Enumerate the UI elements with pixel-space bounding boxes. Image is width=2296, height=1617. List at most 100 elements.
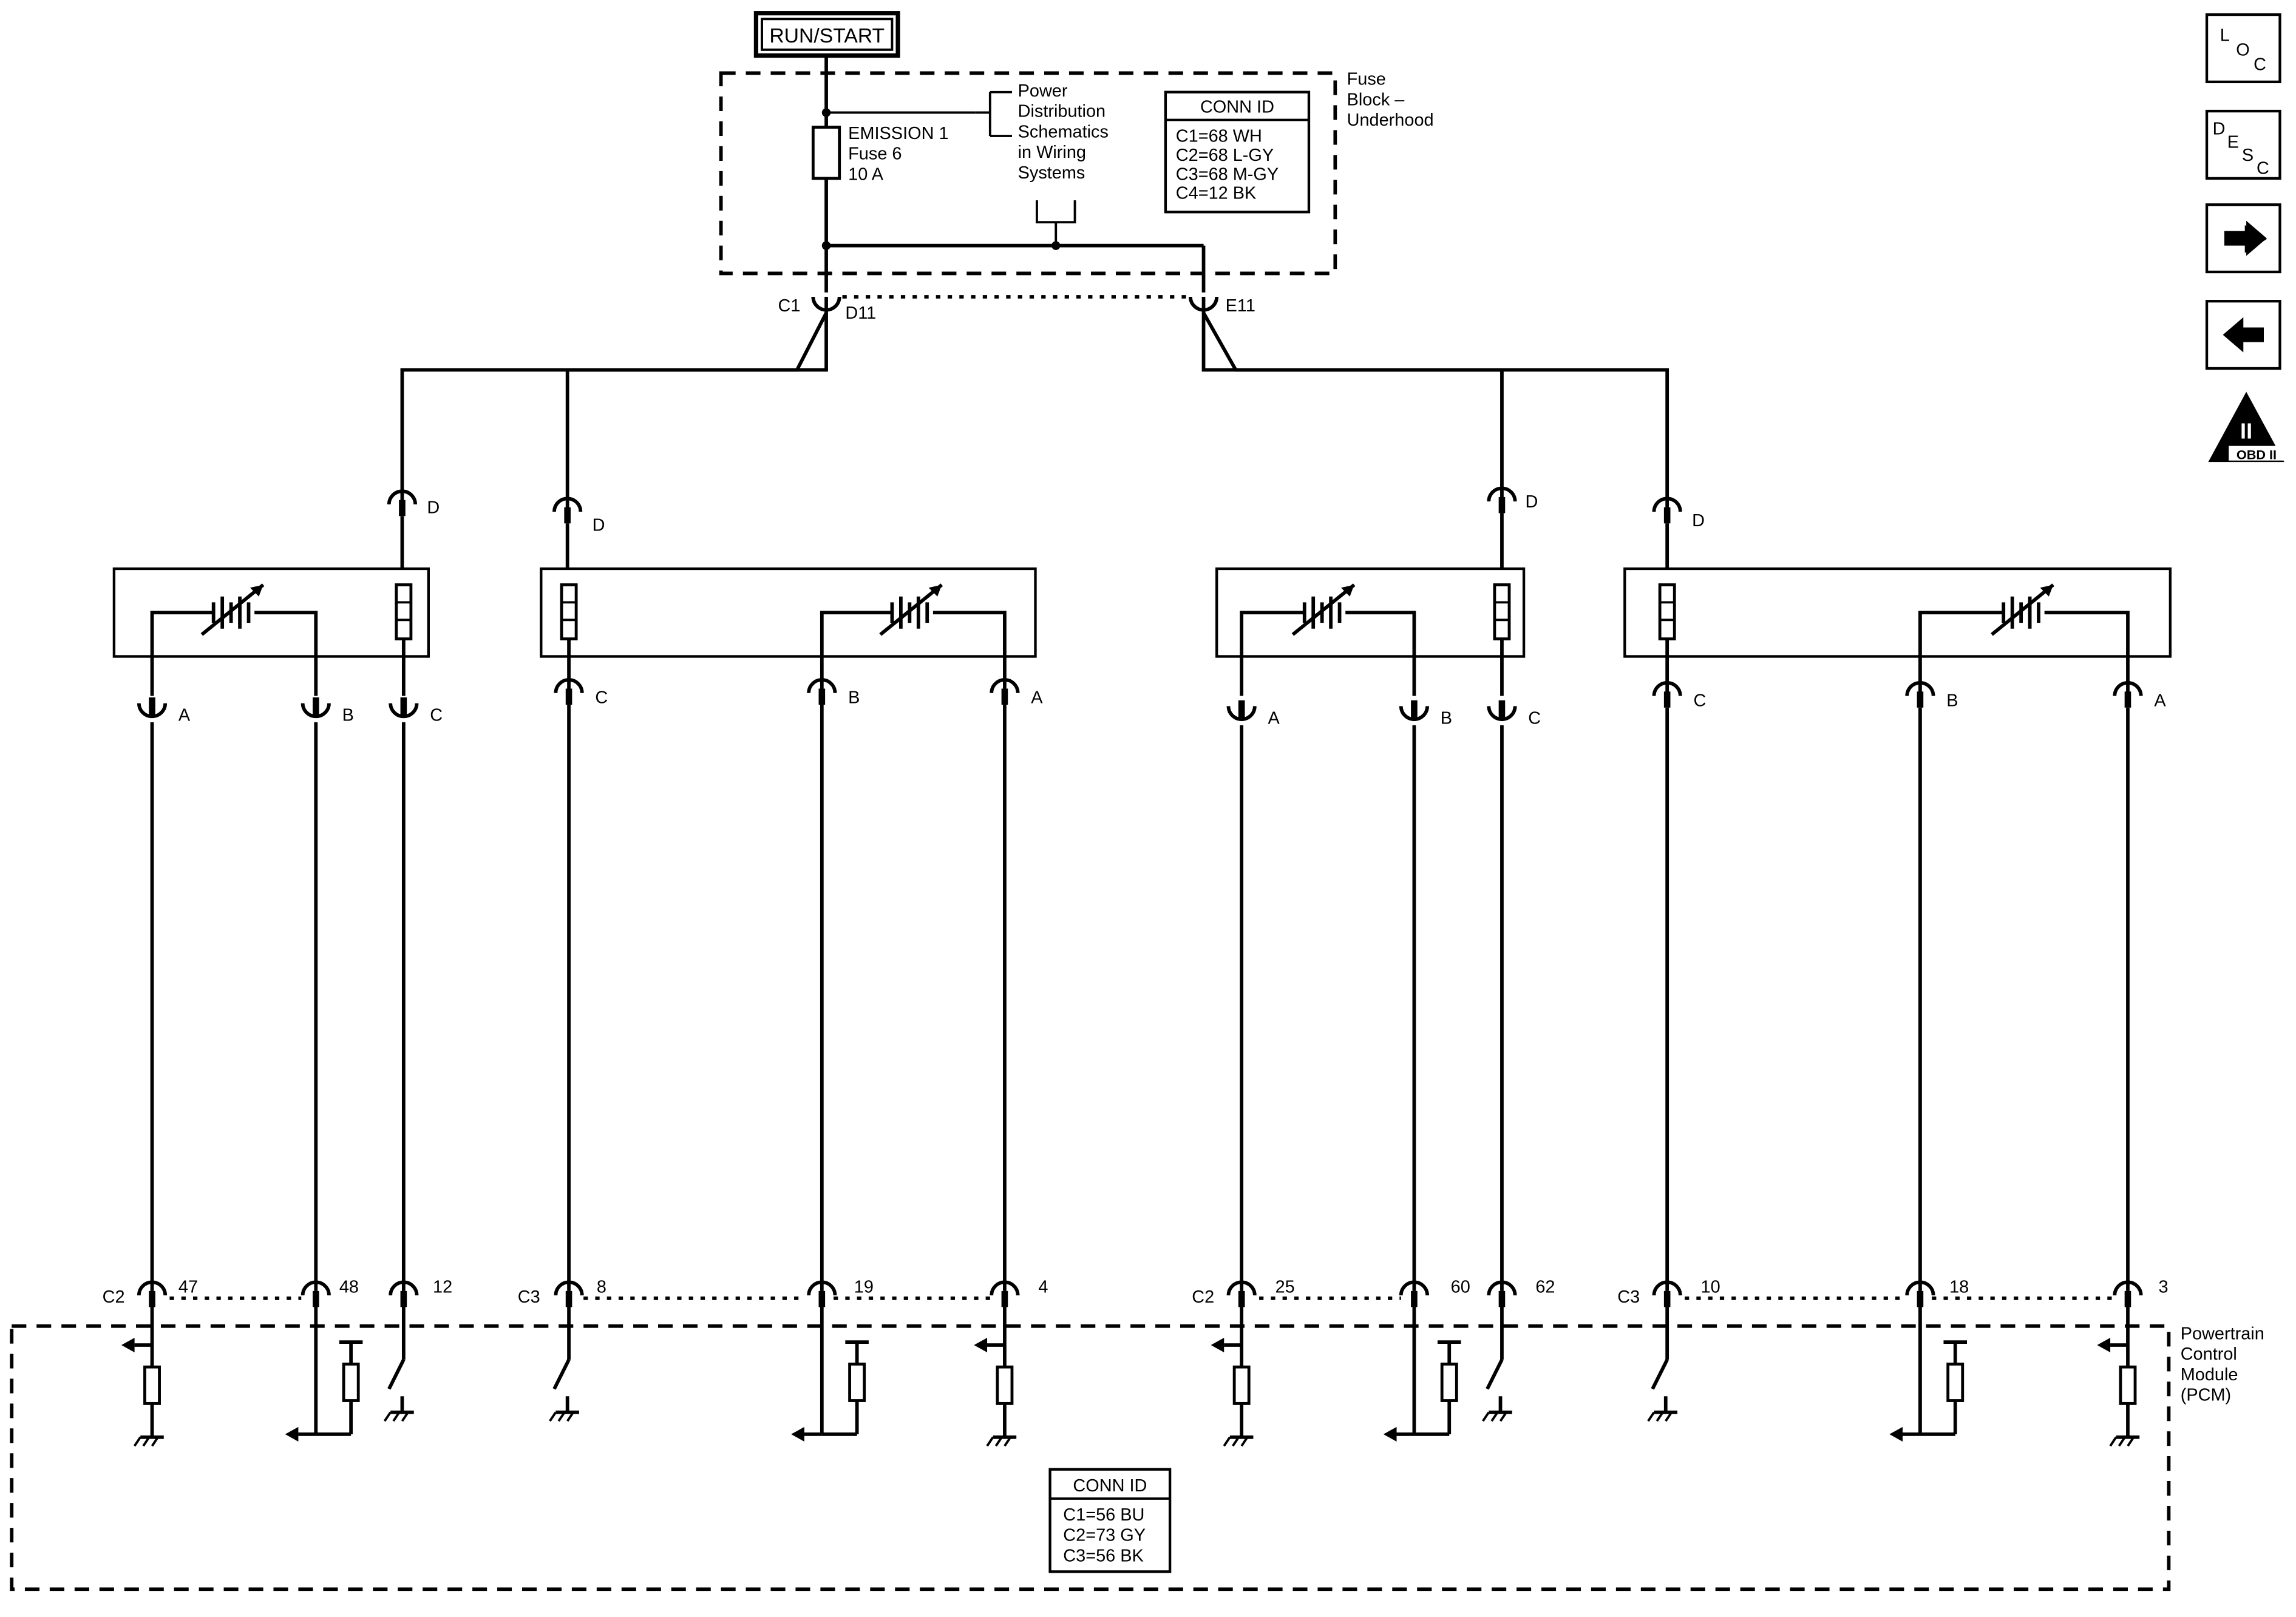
pcm-pin-label: 60 [1451,1277,1470,1297]
pcm-circuit-8 [1383,1305,1461,1442]
sensor-pin-connector [807,678,837,705]
sensor-3-pin-d-connector [1487,486,1517,514]
pcm-circuit-2 [285,1305,363,1442]
pcm-pin-label: 47 [178,1277,198,1297]
pcm-pin-connector [1905,1280,1935,1307]
pcm-pin-connector [1652,1280,1682,1307]
pcm-connector-c2-left: C2 [103,1287,125,1307]
sensor-4-pin-d-connector [1652,497,1682,524]
sensor-pin-label: B [342,705,354,725]
power-dist-line-2: Distribution [1018,102,1106,121]
pcm-circuit-3 [383,1305,414,1422]
sensor-pin-label: A [178,705,191,725]
sensor-pin-label: B [1441,708,1452,728]
pcm-conn-c1: C1=56 BU [1063,1505,1144,1525]
sensor-pin-connector [554,678,584,705]
pcm-conn-c3: C3=56 BK [1063,1546,1144,1565]
power-dist-line-3: Schematics [1018,122,1109,141]
sensor-pin-label: A [2154,691,2166,710]
pcm-circuit-10 [1647,1305,1678,1422]
oxygen-sensor-4 [1623,567,2172,696]
desc-letter-c: C [2257,159,2269,178]
pcm-pin-connector [554,1280,584,1307]
pcm-circuit-1 [121,1305,164,1447]
pcm-pin-connector [1487,1280,1517,1307]
pcm-pin-connector [389,1280,419,1307]
pcm-pin-label: 4 [1038,1277,1048,1297]
fuse-block-title-2: Block – [1347,90,1405,109]
pcm-pin-label: 12 [433,1277,452,1297]
pcm-pin-connector [1399,1280,1429,1307]
pcm-title-3: Module [2181,1365,2238,1385]
pcm-pin-label: 10 [1701,1277,1720,1297]
fuse-rating-label: 10 A [848,164,884,184]
fuse-conn-c3: C3=68 M-GY [1176,164,1279,184]
pcm-pin-connector [807,1280,837,1307]
pcm-circuit-9 [1482,1305,1512,1422]
pcm-title-2: Control [2181,1344,2237,1364]
pcm-pin-label: 48 [339,1277,359,1297]
pcm-conn-id-title: CONN ID [1073,1476,1147,1496]
desc-letter-d: D [2213,120,2226,139]
power-dist-line-1: Power [1018,81,1068,101]
desc-letter-s: S [2242,146,2254,165]
pcm-connector-c3-right: C3 [1617,1287,1640,1307]
power-dist-line-4: in Wiring [1018,143,1086,162]
arrow-left-icon[interactable] [2207,301,2280,368]
pcm-pin-label: 3 [2159,1277,2169,1297]
sensor-4-pin-d-label: D [1692,511,1705,531]
sensor-1-pin-d-label: D [427,498,440,517]
loc-letter-o: O [2236,41,2249,60]
desc-letter-e: E [2227,132,2239,152]
pcm-circuit-12 [2097,1305,2140,1447]
fuse-conn-c2: C2=68 L-GY [1176,146,1274,165]
pcm-title-1: Powertrain [2181,1324,2264,1343]
obd-text-label: OBD II [2237,447,2277,462]
pcm-pin-connector [301,1280,331,1307]
run-start-label: RUN/START [769,24,885,47]
sensor-pin-connector [137,697,168,719]
pcm-pin-label: 25 [1275,1277,1295,1297]
pcm-circuit-6 [974,1305,1017,1447]
pcm-connector-c3-left: C3 [518,1287,540,1307]
pcm-circuit-4 [549,1305,579,1422]
sensor-2-pin-d-connector [552,497,583,524]
obd-ii-icon[interactable]: II OBD II [2237,419,2277,463]
sensor-pin-connector [1226,700,1257,721]
pcm-pin-label: 62 [1535,1277,1555,1297]
pcm-pin-label: 19 [854,1277,874,1297]
sensor-pin-label: A [1268,708,1280,728]
pcm-conn-c2: C2=73 GY [1063,1526,1146,1545]
sensor-pin-label: C [1528,708,1541,728]
sensor-1-pin-d-connector [387,489,418,517]
sensor-3-pin-d-label: D [1526,492,1538,512]
connector-e11-label: E11 [1226,296,1255,316]
connector-c1-label: C1 [778,296,801,316]
sensor-pin-label: B [848,688,860,708]
sensor-pin-connector [1487,700,1517,721]
sensor-pin-connector [389,697,419,719]
sensor-pin-connector [1905,680,1935,708]
sensor-pin-label: A [1031,688,1043,708]
pcm-pin-label: 8 [597,1277,606,1297]
sensor-pin-label: C [430,705,443,725]
sensor-pin-label: C [595,688,608,708]
sensor-pin-connector [1652,680,1682,708]
fuse-block-title-3: Underhood [1347,110,1434,130]
description-button[interactable]: D E S C [2213,120,2269,178]
oxygen-sensor-2 [540,567,1037,696]
oxygen-sensor-1 [112,567,430,696]
pcm-circuit-11 [1889,1305,1967,1442]
fuse-number-label: Fuse 6 [848,144,902,164]
location-button[interactable]: L O C [2220,25,2266,74]
fuse-conn-c4: C4=12 BK [1176,184,1257,203]
pcm-circuit-7 [1211,1305,1254,1447]
connector-d11-label: D11 [845,303,876,323]
pcm-pin-connector [137,1280,168,1307]
sensor-pin-connector [2113,680,2143,708]
fuse-block-title-1: Fuse [1347,70,1386,89]
arrow-right-icon[interactable] [2207,205,2280,272]
loc-letter-l: L [2220,25,2230,45]
oxygen-sensor-3 [1215,567,1526,696]
